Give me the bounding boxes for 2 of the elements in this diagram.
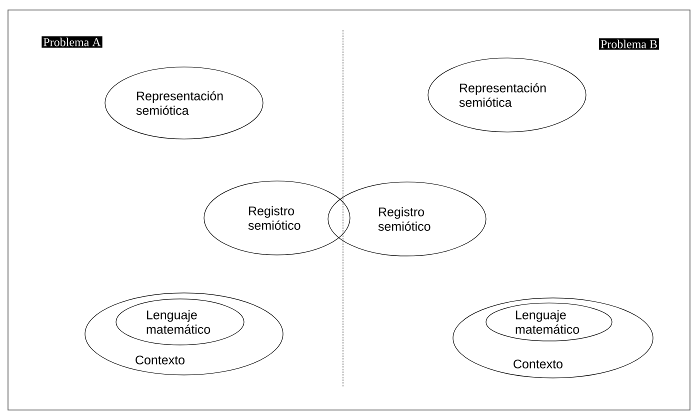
problem-label: Problema A [42,36,102,48]
problem-label: Problema B [599,38,659,50]
